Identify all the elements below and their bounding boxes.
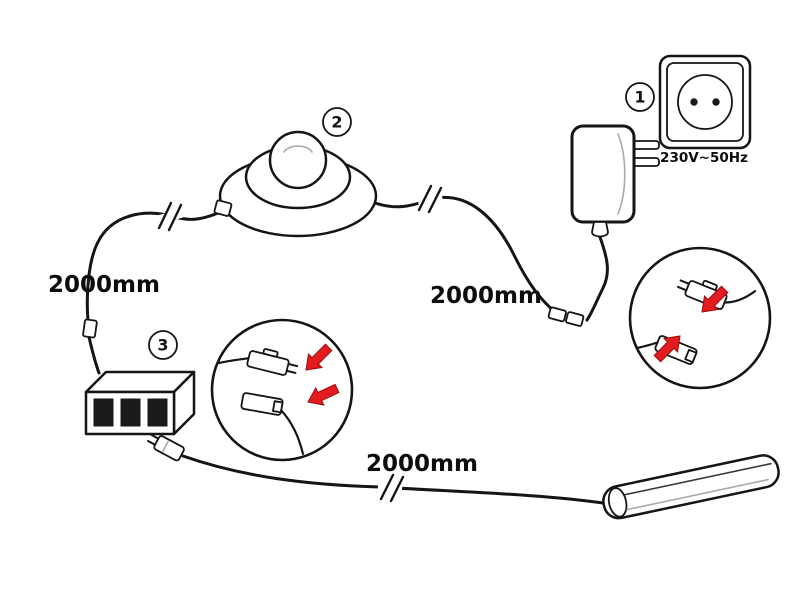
foot-switch-button [268, 130, 328, 190]
power-adapter-icon [570, 124, 660, 238]
connector-female-icon [240, 392, 305, 455]
distributor-port-1 [93, 398, 114, 427]
socket-hole-right [712, 98, 720, 106]
cable-length-label-left: 2000mm [48, 272, 160, 298]
connector-male-icon [217, 348, 299, 376]
step-1-number: 1 [634, 88, 645, 107]
distributor-plug [147, 433, 185, 462]
distributor-port-2 [120, 398, 141, 427]
wall-socket-icon [658, 54, 752, 150]
mid-cable-plug [82, 318, 98, 339]
adapter-cable [585, 235, 609, 322]
box-inlet-cable [87, 335, 101, 375]
connector-detail-inset-right [628, 246, 772, 390]
cable-break-mark-left [156, 201, 184, 232]
adapter-strain-relief [591, 221, 609, 238]
distributor-port-3 [147, 398, 168, 427]
led-light-bar-icon [602, 454, 780, 520]
distributor-box-icon [84, 370, 196, 436]
switch-left-cable [85, 211, 220, 323]
connector-plug-pair [547, 306, 585, 327]
cable-length-label-bottom: 2000mm [366, 451, 478, 477]
step-3-number: 3 [157, 336, 168, 355]
foot-switch-icon [213, 130, 378, 238]
step-1-marker: 1 [625, 82, 655, 112]
socket-voltage-label: 230V~50Hz [660, 150, 748, 166]
foot-switch-inlet-plug [213, 199, 233, 217]
step-3-marker: 3 [148, 330, 178, 360]
switch-right-cable [370, 195, 556, 313]
step-2-marker: 2 [322, 107, 352, 137]
cable-break-mark-bottom [377, 473, 405, 503]
step-2-number: 2 [331, 113, 342, 132]
connector-detail-inset-center [210, 318, 354, 462]
cable-length-label-right: 2000mm [430, 283, 542, 309]
cable-break-mark-right [417, 184, 443, 214]
socket-hole-left [690, 98, 698, 106]
